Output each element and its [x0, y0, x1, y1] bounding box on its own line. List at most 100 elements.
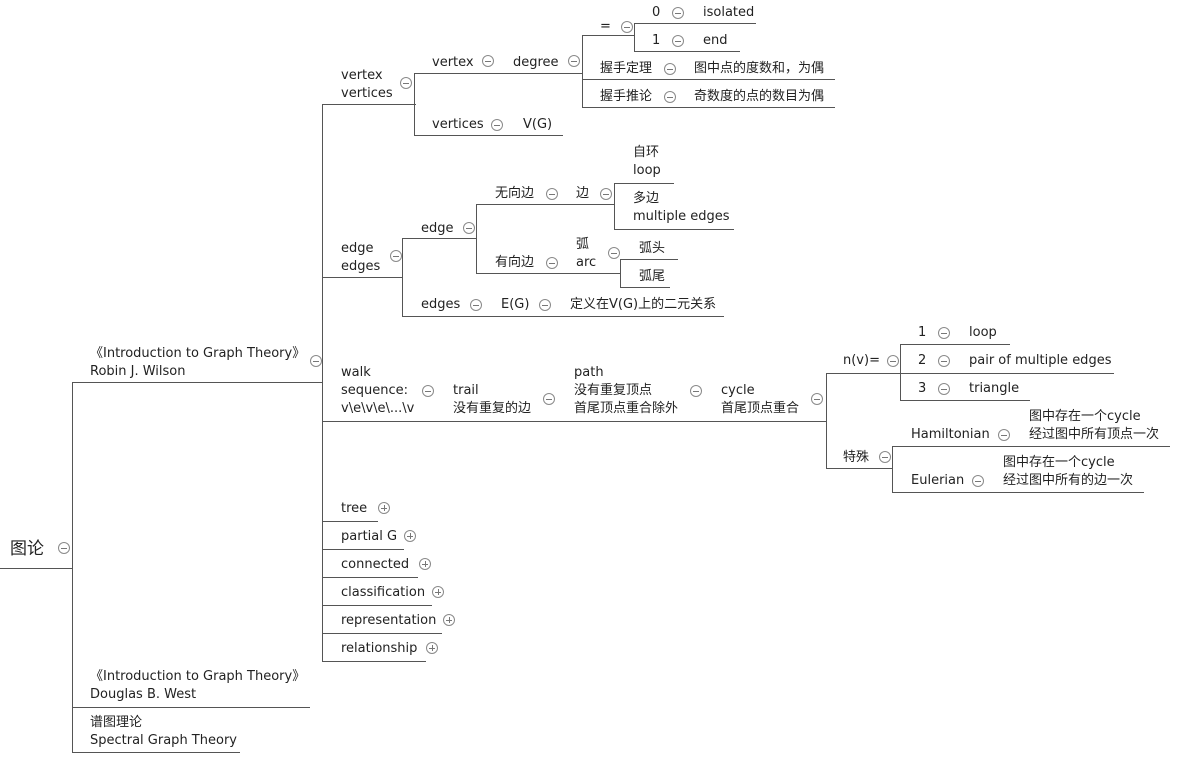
topic-path-line-3: 首尾顶点重合除外: [574, 401, 679, 416]
vertex-sub-collapse-icon[interactable]: [482, 55, 494, 67]
topic-case-triangle[interactable]: triangle: [969, 380, 1019, 398]
eg-collapse-icon[interactable]: [539, 299, 551, 311]
directed-collapse-icon[interactable]: [546, 257, 558, 269]
topic-edge-sub[interactable]: edge: [421, 220, 454, 238]
topic-classification[interactable]: classification: [341, 584, 425, 602]
topic-bian[interactable]: 边: [576, 185, 589, 203]
case-3-collapse-icon[interactable]: [938, 383, 950, 395]
topic-nv[interactable]: n(v)=: [843, 352, 880, 370]
topic-arc-head[interactable]: 弧头: [639, 240, 665, 258]
root-collapse-icon[interactable]: [58, 542, 70, 554]
topic-case-2[interactable]: 2: [918, 352, 926, 370]
topic-edges-set[interactable]: edges: [421, 296, 460, 314]
case-1-collapse-icon[interactable]: [938, 327, 950, 339]
topic-case-pair[interactable]: pair of multiple edges: [969, 352, 1111, 370]
topic-wilson-book[interactable]: 《Introduction to Graph Theory》Robin J. W…: [90, 345, 305, 381]
topic-case-1[interactable]: 1: [918, 324, 926, 342]
topic-vertices-set-line-1: vertices: [432, 117, 484, 132]
topic-equals[interactable]: =: [600, 18, 611, 36]
topic-vertex-degree-parent[interactable]: vertex: [432, 54, 474, 72]
topic-eg[interactable]: E(G): [501, 296, 529, 314]
case-2-collapse-icon[interactable]: [938, 355, 950, 367]
topic-hamiltonian-desc-line-1: 图中存在一个cycle: [1029, 409, 1141, 424]
topic-arc-tail[interactable]: 弧尾: [639, 268, 665, 286]
topic-tree[interactable]: tree: [341, 500, 367, 518]
special-collapse-icon[interactable]: [879, 451, 891, 463]
vertices-set-collapse-icon[interactable]: [491, 119, 503, 131]
topic-handshake-corollary[interactable]: 握手推论: [600, 88, 652, 106]
topic-end[interactable]: end: [703, 32, 728, 50]
topic-walk-line-1: walk: [341, 365, 371, 380]
topic-representation[interactable]: representation: [341, 612, 436, 630]
edge-sub-collapse-icon[interactable]: [463, 222, 475, 234]
topic-relationship[interactable]: relationship: [341, 640, 417, 658]
topic-cycle-line-1: cycle: [721, 383, 755, 398]
degree-collapse-icon[interactable]: [568, 55, 580, 67]
partial-g-expand-icon[interactable]: [404, 530, 416, 542]
relationship-expand-icon[interactable]: [426, 642, 438, 654]
representation-expand-icon[interactable]: [443, 614, 455, 626]
topic-degree-0[interactable]: 0: [652, 4, 660, 22]
classification-expand-icon[interactable]: [432, 586, 444, 598]
topic-eg-definition[interactable]: 定义在V(G)上的二元关系: [570, 296, 716, 314]
topic-vg[interactable]: V(G): [523, 116, 552, 134]
topic-handshake-lemma[interactable]: 握手定理: [600, 60, 652, 78]
degree-0-collapse-icon[interactable]: [672, 7, 684, 19]
topic-edge-line-2: edges: [341, 259, 381, 274]
topic-case-loop[interactable]: loop: [969, 324, 997, 342]
topic-handshake-lemma-desc[interactable]: 图中点的度数和，为偶: [694, 60, 824, 78]
topic-arc-tail-line-1: 弧尾: [639, 269, 666, 284]
cycle-collapse-icon[interactable]: [811, 393, 823, 405]
trail-collapse-icon[interactable]: [543, 393, 555, 405]
undirected-collapse-icon[interactable]: [546, 188, 558, 200]
equals-collapse-icon[interactable]: [621, 21, 633, 33]
tree-expand-icon[interactable]: [378, 502, 390, 514]
degree-1-collapse-icon[interactable]: [672, 35, 684, 47]
topic-end-line-1: end: [703, 33, 728, 48]
topic-connected[interactable]: connected: [341, 556, 409, 574]
path-collapse-icon[interactable]: [690, 385, 702, 397]
topic-case-3[interactable]: 3: [918, 380, 926, 398]
topic-undirected-edge-line-1: 无向边: [495, 186, 535, 201]
edge-collapse-icon[interactable]: [390, 250, 402, 262]
topic-hamiltonian[interactable]: Hamiltonian: [911, 426, 990, 444]
topic-root-line-1: 图论: [10, 539, 44, 559]
topic-case-loop-line-1: loop: [969, 325, 997, 340]
arc-collapse-icon[interactable]: [608, 247, 620, 259]
topic-eulerian[interactable]: Eulerian: [911, 472, 964, 490]
eulerian-collapse-icon[interactable]: [972, 475, 984, 487]
topic-special[interactable]: 特殊: [843, 449, 869, 467]
edges-set-collapse-icon[interactable]: [470, 299, 482, 311]
walk-collapse-icon[interactable]: [422, 385, 434, 397]
topic-root[interactable]: 图论: [10, 538, 44, 560]
topic-vertices-set[interactable]: vertices: [432, 116, 484, 134]
topic-degree[interactable]: degree: [513, 54, 559, 72]
topic-isolated[interactable]: isolated: [703, 4, 754, 22]
handshake-lemma-collapse-icon[interactable]: [664, 63, 676, 75]
connected-expand-icon[interactable]: [419, 558, 431, 570]
wilson-collapse-icon[interactable]: [310, 355, 322, 367]
topic-directed-edge[interactable]: 有向边: [495, 254, 534, 272]
topic-partial-g[interactable]: partial G: [341, 528, 397, 546]
hamiltonian-collapse-icon[interactable]: [998, 429, 1010, 441]
topic-undirected-edge[interactable]: 无向边: [495, 185, 534, 203]
nv-collapse-icon[interactable]: [887, 355, 899, 367]
topic-west-book[interactable]: 《Introduction to Graph Theory》Douglas B.…: [90, 668, 305, 704]
topic-handshake-corollary-desc[interactable]: 奇数度的点的数目为偶: [694, 88, 824, 106]
topic-degree-1[interactable]: 1: [652, 32, 660, 50]
vertex-collapse-icon[interactable]: [400, 77, 412, 89]
handshake-corollary-collapse-icon[interactable]: [664, 91, 676, 103]
bian-collapse-icon[interactable]: [600, 188, 612, 200]
